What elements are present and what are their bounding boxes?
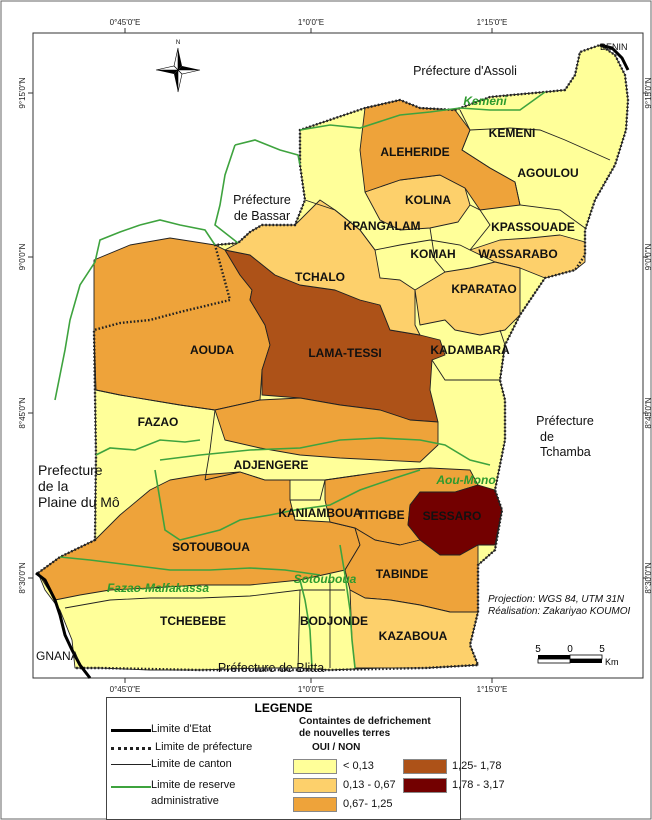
coord-right-4: 8°30'0"N — [644, 562, 652, 593]
canton-label: ALEHERIDE — [380, 145, 449, 159]
canton-shape-tchalo — [224, 199, 421, 336]
legend-swatch-class-1 — [293, 759, 337, 774]
coord-bottom-1: 0°45'0"E — [110, 685, 141, 694]
reserve-label-kemeni: Kemeni — [463, 94, 507, 108]
scale-label: 5 — [535, 644, 541, 655]
legend-state-line — [111, 729, 151, 732]
canton-label: KPANGALAM — [343, 219, 420, 233]
prefecture-label-plaine: Prefecture — [38, 462, 103, 478]
projection-note: Projection: WGS 84, UTM 31N — [488, 594, 625, 605]
legend-swatch-class-3 — [293, 797, 337, 812]
prefecture-label-assoli: Préfecture d'Assoli — [413, 64, 517, 78]
coord-top-3: 1°15'0"E — [477, 18, 508, 27]
coord-left-4: 8°30'0"N — [18, 562, 27, 593]
canton-label: AOUDA — [190, 343, 234, 357]
canton-label: KOMAH — [410, 247, 455, 261]
coord-top-1: 0°45'0"E — [110, 18, 141, 27]
canton-label: KOLINA — [405, 193, 451, 207]
legend-classes-title: OUI / NON — [312, 742, 361, 753]
canton-label: TABINDE — [376, 567, 428, 581]
legend-line-label: administrative — [151, 795, 219, 807]
canton-label: TCHALO — [295, 270, 345, 284]
scale-label: 0 — [567, 644, 573, 655]
canton-label: SOTOUBOUA — [172, 540, 250, 554]
legend-line-label: Limite de canton — [151, 758, 232, 770]
prefecture-label-tchamba: Tchamba — [540, 445, 591, 459]
prefecture-label-plaine: de la — [38, 478, 69, 494]
canton-label: BODJONDE — [300, 614, 368, 628]
legend-swatch-class-5 — [403, 778, 447, 793]
canton-label: ADJENGERE — [234, 458, 309, 472]
canton-label: SESSARO — [423, 509, 482, 523]
label-gnana: GNANA — [36, 649, 79, 663]
scale-bar — [537, 654, 603, 664]
prefecture-label-tchamba: de — [540, 430, 554, 444]
legend-prefecture-line — [111, 747, 151, 750]
reserve-label-fazao: Fazao-Malfakassa — [107, 581, 209, 595]
state-boundary — [35, 43, 630, 679]
legend-swatch-class-2 — [293, 778, 337, 793]
coord-top-2: 1°0'0"E — [298, 18, 324, 27]
coord-bottom-2: 1°0'0"E — [298, 685, 324, 694]
legend-box: LEGENDE Limite d'Etat Limite de préfectu… — [106, 697, 505, 820]
legend-line-label: Limite de reserve — [151, 779, 236, 791]
canton-label: KADAMBARA — [430, 343, 510, 357]
north-arrow-icon — [155, 47, 201, 93]
coord-left-3: 8°45'0"N — [18, 397, 27, 428]
canton-label: KEMENI — [489, 126, 536, 140]
prefecture-boundaries — [37, 43, 630, 672]
legend-canton-line — [111, 764, 151, 765]
canton-shape-belt — [214, 397, 439, 463]
canton-label: WASSARABO — [478, 247, 557, 261]
legend-title: LEGENDE — [254, 701, 313, 715]
graticule-ticks — [28, 28, 648, 683]
canton-shape-kparatao — [414, 261, 521, 336]
prefecture-label-plaine: Plaine du Mô — [38, 494, 120, 510]
author-note: Réalisation: Zakariyao KOUMOI — [488, 606, 630, 617]
prefecture-label-blitta: Préfecture de Blitta — [218, 661, 324, 675]
scale-unit: Km — [605, 657, 619, 667]
canton-label: FAZAO — [138, 415, 179, 429]
legend-swatch-class-4 — [403, 759, 447, 774]
legend-classes-title: de nouvelles terres — [299, 728, 391, 739]
legend-classes-title: Containtes de defrichement — [299, 716, 431, 727]
canton-polygons — [37, 44, 629, 671]
legend-class-label: 1,78 - 3,17 — [452, 779, 505, 791]
north-label: N — [176, 40, 180, 46]
legend-class-label: < 0,13 — [343, 760, 374, 772]
scale-label: 5 — [599, 644, 605, 655]
coord-bottom-3: 1°15'0"E — [477, 685, 508, 694]
canton-label: TCHEBEBE — [160, 614, 226, 628]
coord-left-1: 9°15'0"N — [18, 77, 27, 108]
coord-right-1: 9°15'0"N — [644, 77, 652, 108]
legend-line-label: Limite d'Etat — [151, 723, 212, 735]
canton-label: AGOULOU — [517, 166, 578, 180]
prefecture-label-bassar: de Bassar — [234, 209, 290, 223]
prefecture-label-tchamba: Préfecture — [536, 414, 594, 428]
canton-boundaries — [64, 109, 611, 669]
legend-line-label: Limite de préfecture — [155, 741, 253, 753]
coord-left-2: 9°0'0"N — [18, 243, 27, 270]
canton-label: KPASSOUADE — [491, 220, 575, 234]
legend-class-label: 0,13 - 0,67 — [343, 779, 396, 791]
country-label-benin: BENIN — [600, 42, 628, 52]
reserve-label-aou-mono: Aou-Mono — [435, 473, 495, 487]
coord-right-2: 9°0'0"N — [644, 243, 652, 270]
canton-labels: KEMENI AGOULOU ALEHERIDE KOLINA KPANGALA… — [138, 126, 579, 643]
canton-label: KANIAMBOUA — [278, 506, 362, 520]
legend-reserve-line — [111, 786, 151, 788]
legend-class-label: 0,67- 1,25 — [343, 798, 393, 810]
canton-label: LAMA-TESSI — [308, 346, 381, 360]
canton-label: TITIGBE — [357, 508, 404, 522]
reserve-boundaries — [54, 91, 546, 669]
coord-right-3: 8°45'0"N — [644, 397, 652, 428]
legend-class-label: 1,25- 1,78 — [452, 760, 502, 772]
reserve-label-sotouboua: Sotouboua — [294, 572, 357, 586]
canton-label: KAZABOUA — [379, 629, 448, 643]
prefecture-label-bassar: Préfecture — [233, 193, 291, 207]
canton-label: KPARATAO — [451, 282, 516, 296]
